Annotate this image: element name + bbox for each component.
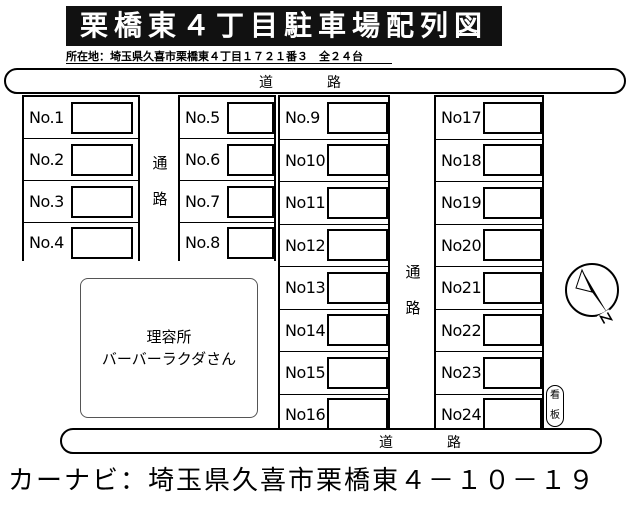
slot-number: No23 [441,363,482,383]
slot-box [227,226,274,259]
slot-number: No.3 [29,192,64,211]
top-road-label: 道 路 [259,75,361,91]
slot-number: No18 [441,150,482,170]
signboard-char-2: 板 [550,410,560,421]
lot-column-1: No.1 No.2 No.3 No.4 [22,95,140,262]
slot-box [71,226,133,259]
parking-slot[interactable]: No19 [436,182,542,225]
lot-column-4: No17 No18 No19 No20 No21 No22 No23 No24 [434,95,544,434]
parking-slot[interactable]: No10 [280,139,388,182]
slot-box [483,229,542,262]
slot-box [483,101,542,134]
parking-slot[interactable]: No.4 [24,223,138,262]
slot-number: No21 [441,278,482,298]
slot-number: No16 [285,404,326,424]
slot-number: No.5 [185,108,220,127]
slot-box [327,271,388,304]
slot-number: No20 [441,235,482,255]
slot-number: No11 [285,193,326,213]
slot-box [483,144,542,177]
page-title: 栗橋東４丁目駐車場配列図 [79,9,488,42]
slot-number: No.4 [29,233,64,252]
car-navi-address: カーナビ：埼玉県久喜市栗橋東４－１０－１９ [8,466,597,496]
slot-box [71,143,133,176]
slot-box [327,356,388,389]
slot-number: No24 [441,404,482,424]
parking-slot[interactable]: No11 [280,182,388,225]
parking-slot[interactable]: No.2 [24,139,138,181]
slot-number: No22 [441,320,482,340]
parking-slot[interactable]: No24 [436,394,542,434]
slot-box [483,271,542,304]
slot-number: No.6 [185,150,220,169]
slot-box [483,314,542,347]
passage-label-1-bottom: 路 [152,190,168,208]
passage-label-2-top: 通 [405,263,421,281]
parking-slot[interactable]: No.1 [24,97,138,139]
barber-shop-type: 理容所 [146,328,192,346]
parking-slot[interactable]: No12 [280,224,388,267]
slot-number: No10 [285,150,326,170]
slot-number: No15 [285,363,326,383]
passage-label-1-top: 通 [152,154,168,172]
slot-box [327,398,388,430]
signboard: 看 板 [546,385,564,427]
parking-slot[interactable]: No.7 [180,181,274,223]
slot-number: No14 [285,320,326,340]
parking-slot[interactable]: No18 [436,139,542,182]
slot-box [227,143,274,176]
parking-slot[interactable]: No14 [280,309,388,352]
slot-box [71,101,133,134]
passage-label-2-bottom: 路 [405,299,421,317]
slot-number: No.9 [285,108,320,128]
parking-slot[interactable]: No21 [436,267,542,310]
slot-box [483,398,542,430]
address-line: 所在地：埼玉県久喜市栗橋東４丁目１７２１番３ 全２４台 [66,50,363,63]
slot-box [327,186,388,219]
slot-number: No.2 [29,150,64,169]
slot-box [227,101,274,134]
parking-slot[interactable]: No.6 [180,139,274,181]
slot-number: No.8 [185,233,220,252]
north-arrow-icon [562,262,626,327]
lot-column-2: No.5 No.6 No.7 No.8 [178,95,276,262]
slot-number: No.7 [185,192,220,211]
bottom-road-label: 道 路 [379,435,481,451]
lot-column-3: No.9 No10 No11 No12 No13 No14 No15 No16 [278,95,390,434]
title-banner [66,6,502,46]
parking-slot[interactable]: No16 [280,394,388,434]
slot-number: No.1 [29,108,64,127]
slot-box [227,185,274,218]
slot-number: No17 [441,108,482,128]
top-road [4,68,626,94]
parking-slot[interactable]: No13 [280,267,388,310]
barber-shop-name: バーバーラクダさん [101,350,237,368]
parking-slot[interactable]: No.9 [280,97,388,140]
signboard-char-1: 看 [550,390,560,401]
slot-number: No19 [441,193,482,213]
bottom-road [60,428,602,454]
parking-slot[interactable]: No23 [436,352,542,395]
parking-slot[interactable]: No.3 [24,181,138,223]
slot-box [327,144,388,177]
address-underline [66,63,392,64]
barber-shop-building [80,278,258,418]
parking-slot[interactable]: No.8 [180,223,274,262]
parking-slot[interactable]: No.5 [180,97,274,139]
parking-slot[interactable]: No15 [280,352,388,395]
slot-number: No13 [285,278,326,298]
slot-box [327,229,388,262]
slot-box [327,101,388,134]
slot-box [483,356,542,389]
slot-number: No12 [285,235,326,255]
parking-slot[interactable]: No20 [436,224,542,267]
slot-box [71,185,133,218]
parking-slot[interactable]: No17 [436,97,542,140]
parking-slot[interactable]: No22 [436,309,542,352]
slot-box [327,314,388,347]
slot-box [483,186,542,219]
barber-shop-label: 理容所 バーバーラクダさん [80,326,258,370]
